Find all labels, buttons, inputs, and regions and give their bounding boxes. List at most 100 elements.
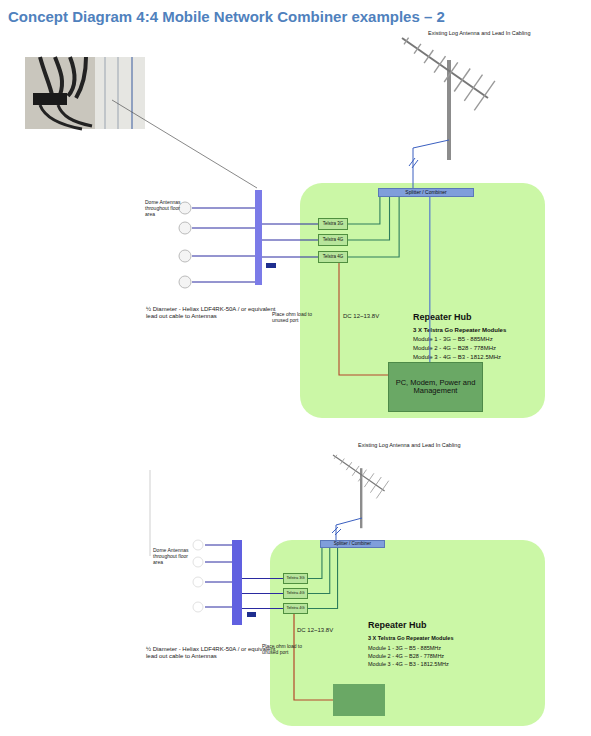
module-cable [262,257,318,258]
dome-antenna [193,602,203,612]
management-box [333,684,385,716]
photo-splitter [33,93,67,105]
module-cable [242,578,283,579]
module-cable [242,593,283,594]
connector [348,197,399,257]
hub-region: Repeater Hub 3 X Telstra Go Repeater Modu… [270,540,545,726]
dome-antenna [179,276,191,288]
antenna-cable [192,256,255,257]
node-label: Telstra 3G [323,221,344,226]
hub-heading: Repeater Hub [368,620,538,630]
annotation-label: ½ Diameter - Heliax LDF4RK-50A / or equi… [146,306,281,320]
photo-cable [76,57,86,98]
hub-text: 3 X Telstra Go Repeater Modules [413,327,543,334]
module-box: Splitter / Combiner [378,188,474,197]
annotation-label: Dome Antennas throughout floor area [153,548,191,565]
installation-photo [25,57,145,129]
photo-cable [68,57,75,96]
ohm-load [247,612,256,617]
module-box: Splitter / Combiner [320,540,385,548]
antenna-element [454,69,470,92]
antenna-element [414,44,421,54]
hub-heading: Repeater Hub [413,312,543,322]
antenna-element [444,62,458,82]
hub-text: Module 3 - 4G – B3 - 1812.5MHz [368,661,538,667]
photo-background [25,57,145,129]
dome-antenna [179,202,191,214]
antenna-combiner-bar [255,190,262,285]
hub-text: Module 1 - 3G – B5 - 885MHz [368,645,538,651]
antenna-cable [205,562,232,563]
annotation-label: Existing Log Antenna and Lead In Cabling [428,30,558,36]
dome-antenna [193,540,203,550]
module-cable [242,608,283,609]
cable-break-mark [335,529,341,535]
connector [308,548,338,609]
module-cable [262,224,318,225]
photo-panel-line [105,57,106,129]
antenna-cable [192,208,255,209]
annotation-label: Existing Log Antenna and Lead In Cabling [358,442,488,448]
node-label: Splitter / Combiner [334,541,371,546]
connector [339,263,388,375]
antenna-combiner-bar [232,540,242,625]
photo-cable [40,105,82,129]
antenna-element [424,50,433,63]
dc-power-line [294,614,333,700]
connector [308,548,330,594]
hub-text: Module 2 - 4G – B28 - 778MHz [368,653,538,659]
module-box: PC, Modem, Power and Management [388,362,483,412]
hub-region: Repeater Hub 3 X Telstra Go Repeater Modu… [300,183,545,418]
photo-cable [55,57,62,95]
antenna-cable [192,228,255,229]
connector [348,197,390,240]
module-box: Telstra 3G [318,218,348,230]
module-cable [262,240,318,241]
module-box: Telstra 4G [283,588,308,599]
diagram-title: Concept Diagram 4:4 Mobile Network Combi… [8,8,568,25]
node-label: Telstra 4G [323,254,344,259]
node-label: Telstra 4G [286,606,304,610]
antenna-element [434,56,445,72]
hub-text: Module 3 - 4G – B3 - 1812.5MHz [413,354,543,361]
antenna-element [474,81,495,111]
antenna-element [464,75,482,101]
log-antenna [333,455,389,528]
module-box: Telstra 4G [318,251,348,263]
module-box: Telstra 3G [283,573,308,584]
photo-panel-line [131,57,133,129]
antenna-cable [192,282,255,283]
annotation-label: ½ Diameter - Heliax LDF4RK-50A / or equi… [146,646,281,660]
connector [348,197,380,224]
dome-antenna [179,250,191,262]
dome-antenna [193,557,203,567]
node-label: Telstra 4G [286,591,304,595]
ohm-load [266,263,276,268]
log-antenna [402,38,495,160]
antenna-lead-cable [336,518,362,540]
node-label: Telstra 3G [286,576,304,580]
antenna-boom [402,38,488,98]
connector [308,548,322,579]
pole-line [150,470,151,556]
photo-panel-line [118,57,119,129]
photo-panel [95,57,145,129]
hub-text: Module 2 - 4G – B28 - 778MHz [413,345,543,352]
dome-antenna [179,222,191,234]
photo-cable [58,105,92,126]
node-label: PC, Modem, Power and Management [389,379,482,396]
antenna-element [404,38,409,45]
hub-text: Module 1 - 3G – B5 - 885MHz [413,336,543,343]
antenna-cable [205,545,232,546]
module-box: Telstra 4G [318,234,348,246]
annotation-label: Dome Antennas throughout floor area [145,200,183,217]
hub-text: 3 X Telstra Go Repeater Modules [368,635,538,641]
antenna-lead-cable [413,140,449,188]
module-box: Telstra 4G [283,603,308,614]
node-label: Splitter / Combiner [405,190,446,196]
cable-break-mark [332,527,338,533]
leader-line [112,100,257,188]
photo-cable [40,57,52,95]
